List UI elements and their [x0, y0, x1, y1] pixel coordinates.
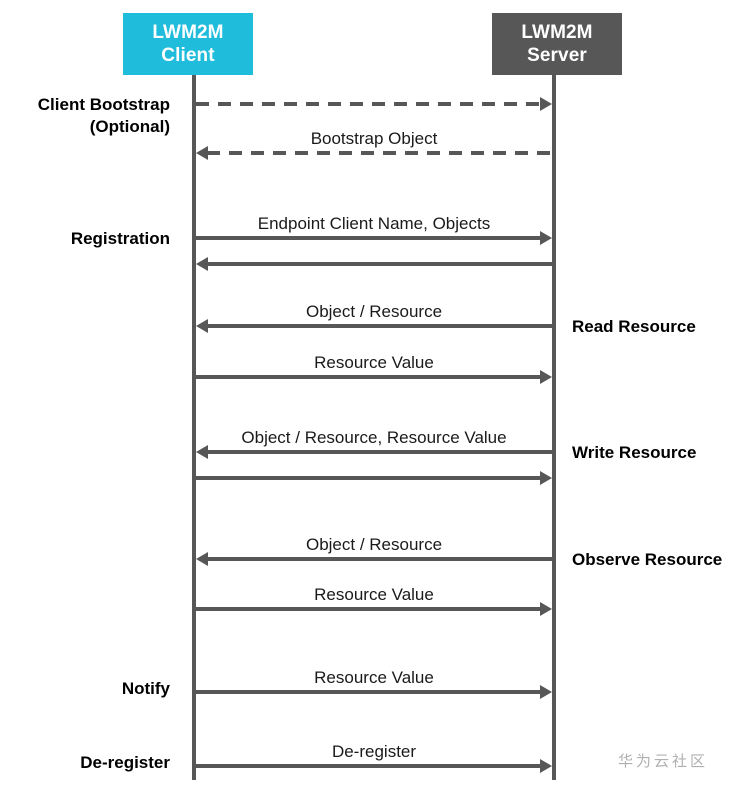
arrow-shaft	[207, 557, 552, 561]
arrow-shaft	[207, 262, 552, 266]
message-deregister: De-register	[196, 742, 552, 773]
arrow-head-right	[540, 471, 552, 485]
operation-label-read: Read Resource	[572, 317, 696, 336]
message-read-response: Resource Value	[196, 353, 552, 384]
arrow-head-right	[540, 231, 552, 245]
message-read-request: Object / Resource	[196, 302, 552, 333]
arrow-head-left	[196, 552, 208, 566]
message-registration-request-caption: Endpoint Client Name, Objects	[257, 214, 491, 233]
phase-registration-line1: Registration	[70, 229, 170, 248]
operation-label-observe: Observe Resource	[572, 550, 723, 569]
message-observe-response-caption: Resource Value	[314, 585, 434, 604]
message-write-response	[196, 471, 552, 485]
watermark: 华为云社区	[618, 753, 709, 770]
actor-client-line2: Client	[161, 45, 215, 66]
message-write-request-caption: Object / Resource, Resource Value	[241, 428, 507, 447]
arrow-head-right	[540, 685, 552, 699]
message-observe-response: Resource Value	[196, 585, 552, 616]
arrow-shaft	[196, 690, 541, 694]
actor-server-line1: LWM2M	[521, 22, 593, 43]
arrow-shaft	[196, 375, 541, 379]
phase-label-bootstrap: Client Bootstrap (Optional)	[0, 94, 170, 138]
arrow-head-right	[540, 370, 552, 384]
phase-label-registration: Registration	[0, 228, 170, 250]
phase-label-notify: Notify	[0, 678, 170, 700]
message-observe-request-caption: Object / Resource	[305, 535, 443, 554]
arrow-head-right	[540, 97, 552, 111]
message-registration-ack	[196, 257, 552, 271]
message-read-request-caption: Object / Resource	[305, 302, 443, 321]
message-bootstrap-request	[196, 97, 552, 111]
message-deregister-caption: De-register	[331, 742, 417, 761]
arrow-head-right	[540, 759, 552, 773]
arrow-shaft	[196, 476, 541, 480]
phase-bootstrap-line1: Client Bootstrap	[37, 95, 170, 114]
phase-notify-line1: Notify	[121, 679, 170, 698]
lifeline-client	[192, 75, 196, 780]
message-read-response-caption: Resource Value	[314, 353, 434, 372]
actor-client-line1: LWM2M	[152, 22, 224, 43]
arrow-head-left	[196, 445, 208, 459]
arrow-head-left	[196, 146, 208, 160]
message-registration-request: Endpoint Client Name, Objects	[196, 214, 552, 245]
operation-label-write: Write Resource	[572, 443, 697, 462]
arrow-shaft	[196, 236, 541, 240]
phase-bootstrap-line2: (Optional)	[89, 117, 170, 136]
phase-deregister-line1: De-register	[80, 753, 170, 772]
arrow-shaft	[196, 607, 541, 611]
message-notify-caption: Resource Value	[314, 668, 434, 687]
lifeline-server	[552, 75, 556, 780]
arrow-shaft	[207, 450, 552, 454]
actor-box-client: LWM2M Client	[123, 13, 253, 75]
arrow-head-left	[196, 257, 208, 271]
message-observe-request: Object / Resource	[196, 535, 552, 566]
arrow-shaft	[207, 151, 552, 155]
phase-label-deregister: De-register	[0, 752, 170, 774]
actor-server-line2: Server	[527, 45, 587, 66]
arrow-head-left	[196, 319, 208, 333]
message-bootstrap-object: Bootstrap Object	[196, 129, 552, 160]
actor-box-server: LWM2M Server	[492, 13, 622, 75]
arrow-head-right	[540, 602, 552, 616]
message-bootstrap-object-caption: Bootstrap Object	[310, 129, 438, 148]
arrow-shaft	[196, 764, 541, 768]
arrow-shaft	[207, 324, 552, 328]
message-notify: Resource Value	[196, 668, 552, 699]
arrow-shaft	[196, 102, 541, 106]
message-write-request: Object / Resource, Resource Value	[196, 428, 552, 459]
